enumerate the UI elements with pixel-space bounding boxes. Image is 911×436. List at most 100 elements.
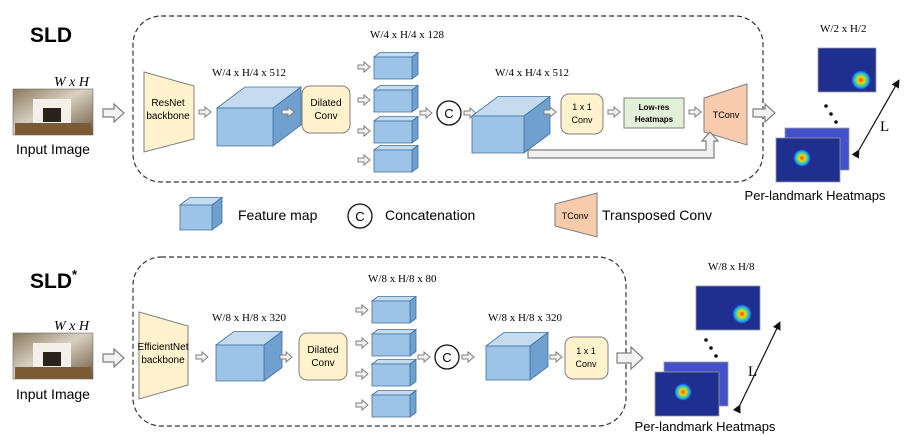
sld-lowres-label-2: Heatmaps [635,115,674,124]
sld-star-dilated-conv: Dilated Conv [298,332,348,381]
sld-branch-arrow [357,124,371,138]
sld-lowres-label-1: Low-res [639,103,670,112]
sld-branch-arrow [357,93,371,107]
cuboid-side-face [411,144,419,173]
cuboid-front-face [179,204,213,231]
sld-fm2-dims: W/4 x H/4 x 512 [495,67,569,79]
sld-star-L-arrow [732,321,781,414]
cuboid-side-face [409,389,417,418]
cuboid-front-face [373,56,413,80]
sld-star-section: SLD* W x H Input Image EfficientNet back… [12,256,781,434]
sld-star-concat-symbol: C [434,344,460,370]
cuboid-top-face [372,116,420,122]
cuboid-top-face [372,145,420,151]
cuboid-top-face [372,85,420,91]
cuboid-side-face [409,295,417,324]
legend-tconv-label: TConv [562,211,589,221]
sld-backbone: ResNet backbone [143,71,195,153]
sld-arrow-input [102,102,125,124]
sld-backbone-label-1: ResNet [151,98,185,109]
sld-branch-map [372,51,420,80]
sld-arrow-fm2 [543,105,557,119]
sld-star-heatmap-dot [709,346,713,350]
sld-star-branch-arrow [355,336,369,350]
sld-dilated-conv: Dilated Conv [301,85,351,134]
cuboid-top-face [370,329,418,335]
sld-concat-letter: C [444,106,453,121]
sld-star-arrow-output [616,345,644,371]
sld-star-branch-dims: W/8 x H/8 x 80 [368,273,437,285]
cuboid-side-face [411,115,419,144]
sld-dilated-label-2: Conv [314,111,337,122]
sld-arrow-backbone [198,105,212,119]
legend-concat-icon [347,203,373,229]
cuboid-side-face [411,84,419,113]
sld-conv1x1-label-1: 1 x 1 [572,102,592,112]
sld-dilated-label-1: Dilated [310,98,341,109]
sld-branch-map [372,115,420,144]
cuboid-front-face [215,344,265,382]
sld-arrow-fm1 [281,105,295,119]
sld-feature-map-1 [215,86,303,147]
sld-star-dilated-label-2: Conv [311,358,334,369]
sld-star-input-caption: Input Image [16,386,90,402]
sld-dashed-container [132,15,764,183]
sld-heatmap-dims: W/2 x H/2 [820,23,866,35]
legend-feature-map-icon [178,196,224,231]
sld-star-branch-arrow [355,398,369,412]
sld-star-branch-arrow [355,367,369,381]
sld-star-heatmap-blob [732,304,752,324]
sld-star-arrow-concat-in [417,350,431,364]
sld-backbone-label-2: backbone [146,111,190,122]
cuboid-front-face [371,363,411,387]
sld-title: SLD [30,24,72,47]
sld-star-heatmap-dot [704,338,708,342]
legend-concatenation: Concatenation [385,207,475,223]
sld-star-heatmap-back [654,371,720,417]
sld-star-dashed-container [132,256,627,427]
sld-star-backbone: EfficientNet backbone [138,311,189,400]
sld-heatmap-blob [851,70,871,90]
sld-star-input-dims: W x H [54,319,90,334]
legend: Feature map C Concatenation TConv Transp… [178,192,712,238]
sld-star-heatmap-caption: Per-landmark Heatmaps [635,419,776,434]
cuboid-front-face [371,300,411,324]
cuboid-front-face [371,394,411,418]
sld-arrow-conv1x1 [607,105,621,119]
cuboid-top-face [370,359,418,365]
sld-heatmap-stack [775,47,877,183]
sld-arrow-lowres [688,105,702,119]
sld-L-arrow [851,79,900,159]
sld-branch-map [372,84,420,113]
sld-star-heatmap-stack [654,285,761,417]
sld-star-feature-map-2 [484,331,550,381]
sld-skip-connection [527,131,720,159]
cuboid-front-face [373,89,413,113]
cuboid-front-face [373,120,413,144]
sld-star-heatmap-front [695,285,761,331]
sld-star-backbone-label-1: EfficientNet [138,342,189,353]
legend-transposed: Transposed Conv [602,207,712,223]
sld-heatmap-dot [829,112,833,116]
sld-star-branch-map [370,328,418,357]
cuboid-front-face [216,107,274,147]
sld-star-dilated-label-1: Dilated [307,345,338,356]
sld-star-conv1x1: 1 x 1 Conv [564,336,609,380]
cuboid-front-face [485,345,531,381]
sld-branch-dims: W/4 x H/4 x 128 [370,29,444,41]
sld-input-image [12,88,94,136]
sld-heatmap-dot [834,120,838,124]
sld-L-label: L [880,119,889,135]
sld-star-concat-letter: C [442,350,451,365]
sld-star-conv1x1-label-1: 1 x 1 [576,346,596,356]
sld-star-backbone-label-2: backbone [141,355,185,366]
sld-tconv: TConv [703,83,748,146]
sld-star-arrow-backbone [195,350,209,364]
sld-star-heatmap-blob [674,383,692,401]
sld-heatmap-dot [824,104,828,108]
cuboid-side-face [411,51,419,80]
cuboid-top-face [372,52,420,58]
sld-concat-symbol: C [436,100,462,126]
sld-star-arrow-concat-out [461,350,475,364]
sld-branch-arrow [357,60,371,74]
